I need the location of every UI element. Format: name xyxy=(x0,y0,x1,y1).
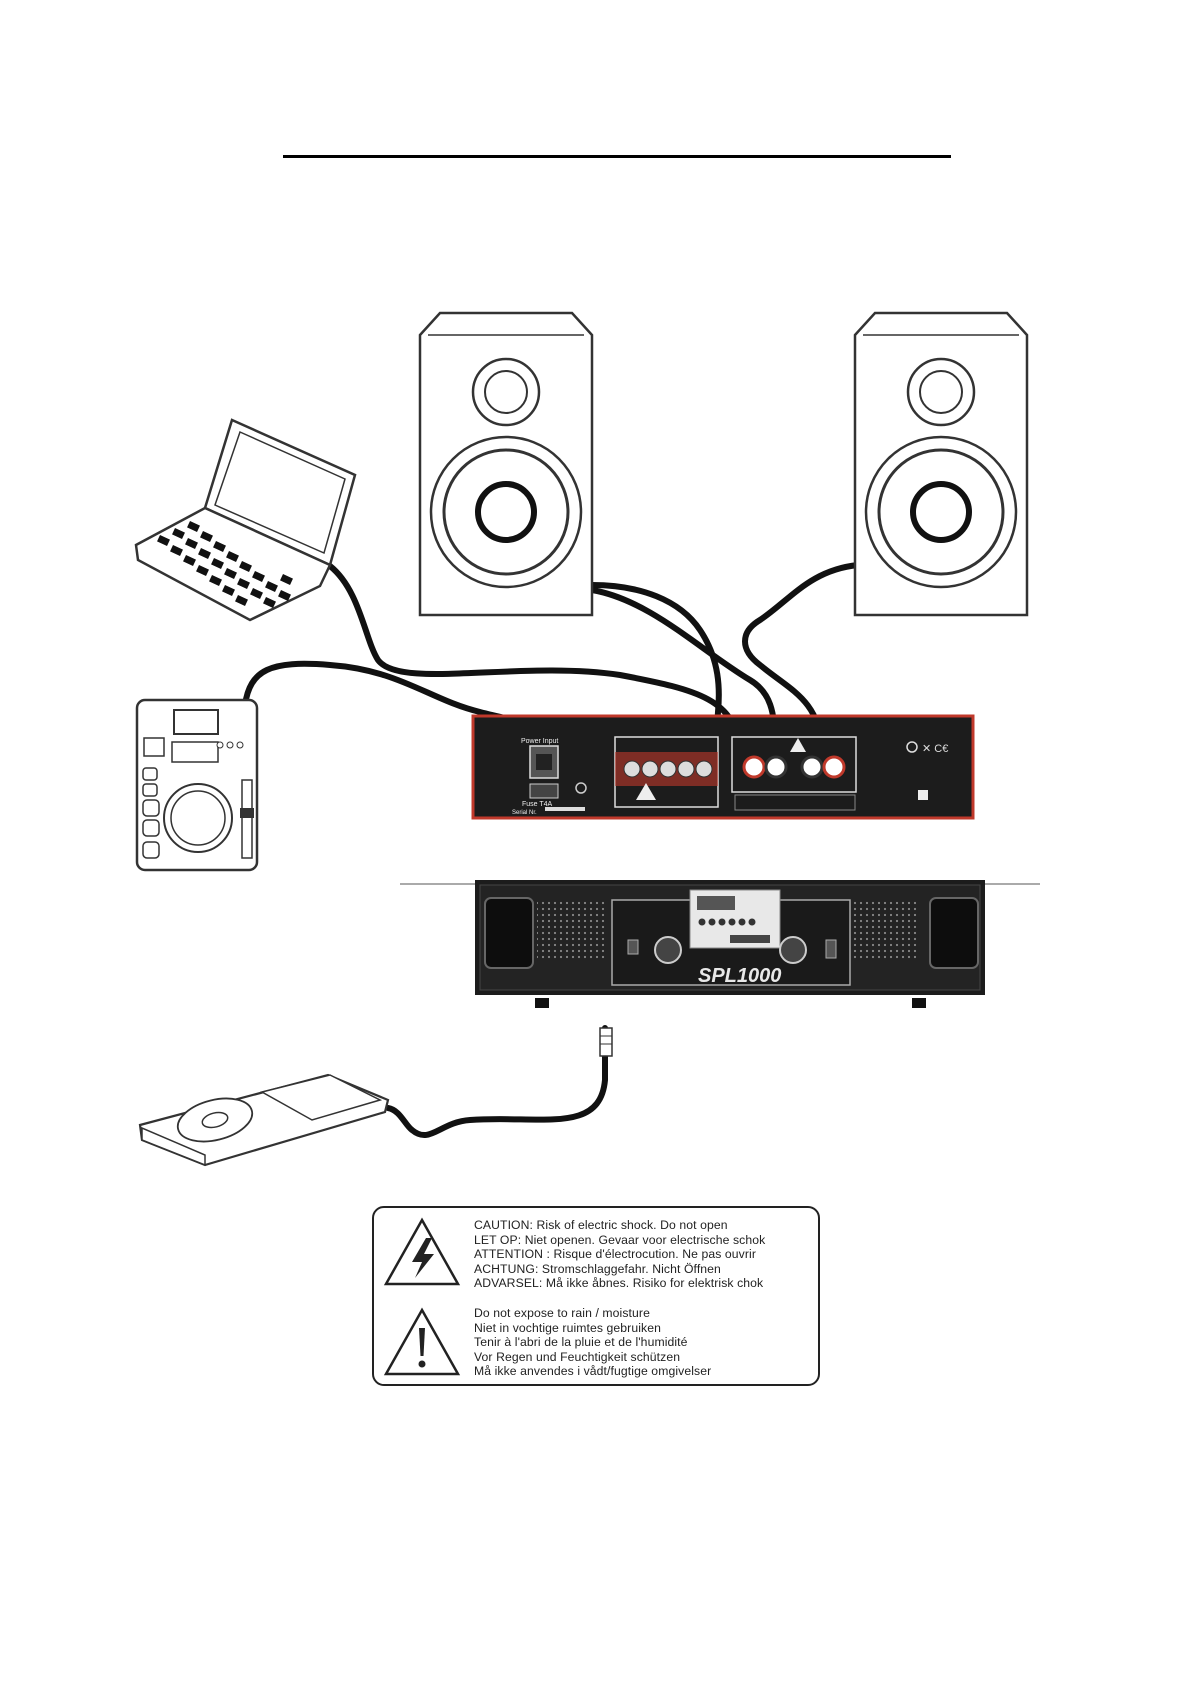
moisture-line: Vor Regen und Feuchtigkeit schützen xyxy=(474,1349,681,1364)
shock-line: ACHTUNG: Stromschlaggefahr. Nicht Öffnen xyxy=(474,1261,721,1276)
media-player xyxy=(138,1073,390,1167)
title-rule xyxy=(283,155,951,158)
moisture-line: Må ikke anvendes i vådt/fugtige omgivels… xyxy=(474,1364,712,1379)
laptop-cable xyxy=(327,563,743,753)
aux-plug xyxy=(599,1027,613,1057)
moisture-line: Niet in vochtige ruimtes gebruiken xyxy=(474,1320,661,1335)
shock-line: ATTENTION : Risque d'électrocution. Ne p… xyxy=(474,1247,756,1262)
left-speaker-cable-2 xyxy=(589,587,779,753)
amp-rear-panel: ✕ C€ Power Input Fuse T4A Serial Nr. xyxy=(471,714,975,820)
moisture-warning-text: Do not expose to rain / moisture Niet in… xyxy=(474,1306,711,1379)
right-speaker-cable xyxy=(742,562,861,753)
caution-label: CAUTION: Risk of electric shock. Do not … xyxy=(372,1206,820,1386)
shock-line: CAUTION: Risk of electric shock. Do not … xyxy=(474,1218,728,1232)
right-speaker xyxy=(853,311,1029,617)
moisture-line: Tenir à l'abri de la pluie et de l'humid… xyxy=(474,1335,688,1350)
laptop xyxy=(134,418,357,622)
amp-front: SPL1000 xyxy=(475,880,985,1008)
rear-panel-serial: Serial Nr. xyxy=(512,810,537,816)
svg-text:✕ C€: ✕ C€ xyxy=(922,743,948,755)
rear-panel-fuse: Fuse T4A xyxy=(522,801,553,808)
shock-line: ADVARSEL: Må ikke åbnes. Risiko for elek… xyxy=(474,1276,764,1291)
shock-line: LET OP: Niet openen. Gevaar voor electri… xyxy=(474,1232,766,1247)
left-speaker xyxy=(418,311,594,617)
cd-player xyxy=(135,698,259,872)
amp-model-label: SPL1000 xyxy=(698,965,781,987)
rear-panel-power-input: Power Input xyxy=(521,738,558,745)
ipod-cable xyxy=(385,1025,608,1139)
lightning-warning-icon xyxy=(383,1217,461,1286)
shock-warning-text: CAUTION: Risk of electric shock. Do not … xyxy=(474,1218,765,1291)
cables xyxy=(242,562,861,1139)
exclamation-warning-icon xyxy=(383,1307,461,1376)
moisture-line: Do not expose to rain / moisture xyxy=(474,1306,650,1320)
